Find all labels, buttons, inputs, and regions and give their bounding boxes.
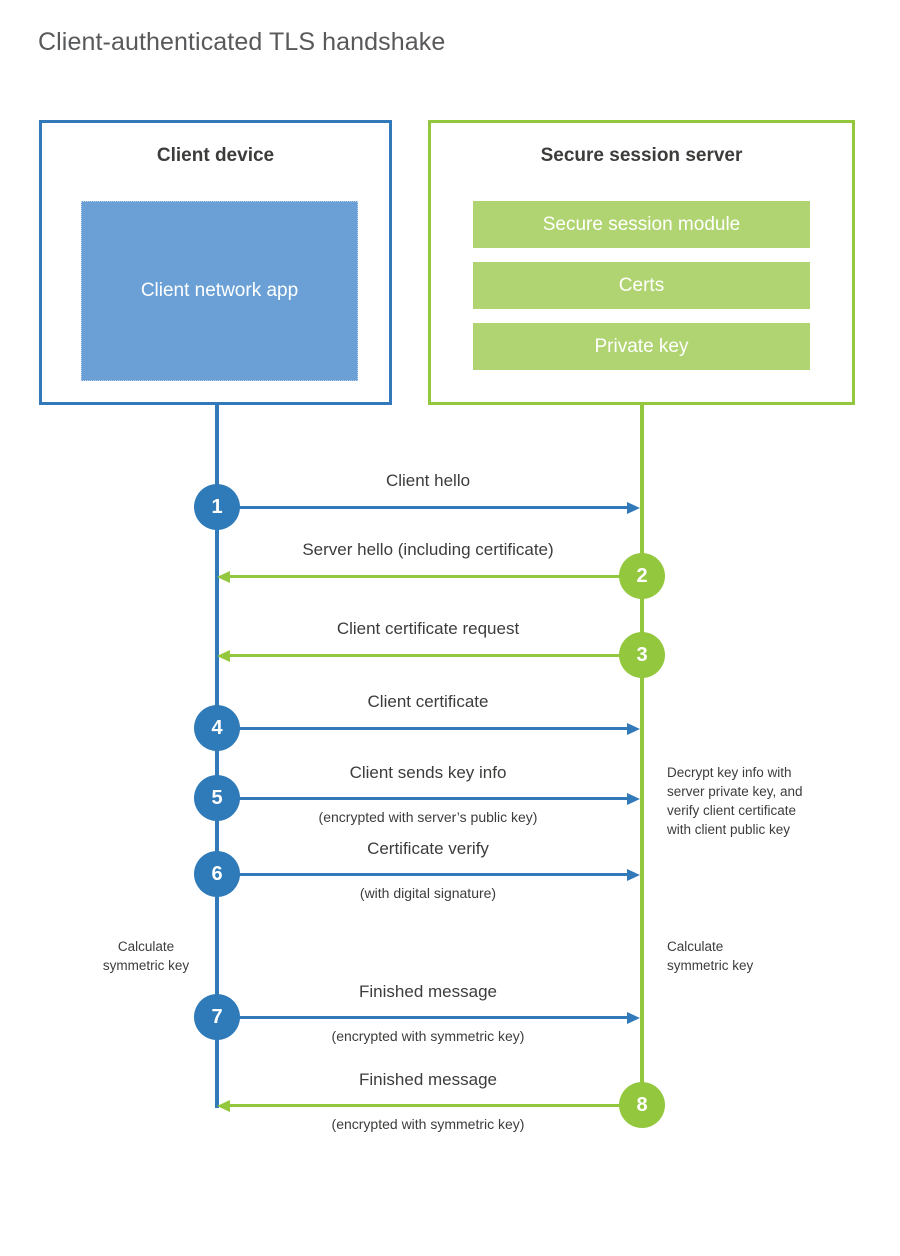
step-circle-8: 8	[619, 1082, 665, 1128]
annotation-server-calculate-symmetric-key: Calculate symmetric key	[667, 939, 754, 974]
step-circle-3: 3	[619, 632, 665, 678]
message-line-1	[217, 506, 627, 509]
client-lifeline	[215, 402, 219, 1108]
secure-session-server-title: Secure session server	[540, 145, 743, 166]
step-circle-2: 2	[619, 553, 665, 599]
arrow-right-icon	[627, 869, 640, 881]
server-component-secure-session-module: Secure session module	[473, 201, 810, 248]
arrow-right-icon	[627, 502, 640, 514]
annotation-client-calculate-symmetric-key: Calculate symmetric key	[102, 939, 190, 974]
message-line-8	[230, 1104, 642, 1107]
annotation-server-decrypt: Decrypt key info with server private key…	[667, 765, 803, 838]
step-circle-1: 1	[194, 484, 240, 530]
message-label-5: Client sends key info	[349, 763, 507, 782]
step-circle-5: 5	[194, 775, 240, 821]
message-label-2: Server hello (including certificate)	[302, 540, 554, 559]
message-sublabel-6: (with digital signature)	[359, 885, 497, 901]
message-sublabel-8: (encrypted with symmetric key)	[331, 1116, 525, 1132]
participant-client-device: Client device Client network app	[39, 120, 392, 405]
message-sublabel-5: (encrypted with server’s public key)	[318, 809, 538, 825]
message-label-1: Client hello	[385, 471, 471, 490]
message-line-4	[217, 727, 627, 730]
step-circle-7: 7	[194, 994, 240, 1040]
message-label-6: Certificate verify	[367, 839, 489, 858]
participant-secure-session-server: Secure session server Secure session mod…	[428, 120, 855, 405]
message-line-2	[230, 575, 642, 578]
server-component-certs: Certs	[473, 262, 810, 309]
message-line-3	[230, 654, 642, 657]
step-circle-4: 4	[194, 705, 240, 751]
message-sublabel-7: (encrypted with symmetric key)	[331, 1028, 525, 1044]
arrow-left-icon	[217, 571, 230, 583]
message-label-3: Client certificate request	[336, 619, 520, 638]
arrow-right-icon	[627, 793, 640, 805]
message-label-4: Client certificate	[367, 692, 489, 711]
arrow-left-icon	[217, 1100, 230, 1112]
message-line-5	[217, 797, 627, 800]
arrow-right-icon	[627, 1012, 640, 1024]
arrow-left-icon	[217, 650, 230, 662]
server-lifeline	[640, 402, 644, 1106]
client-network-app-block: Client network app	[81, 201, 358, 381]
step-circle-6: 6	[194, 851, 240, 897]
message-label-8: Finished message	[359, 1070, 497, 1089]
message-label-7: Finished message	[359, 982, 497, 1001]
page-title: Client-authenticated TLS handshake	[38, 28, 446, 56]
client-device-title: Client device	[156, 145, 275, 166]
message-line-6	[217, 873, 627, 876]
message-line-7	[217, 1016, 627, 1019]
server-component-private-key: Private key	[473, 323, 810, 370]
arrow-right-icon	[627, 723, 640, 735]
